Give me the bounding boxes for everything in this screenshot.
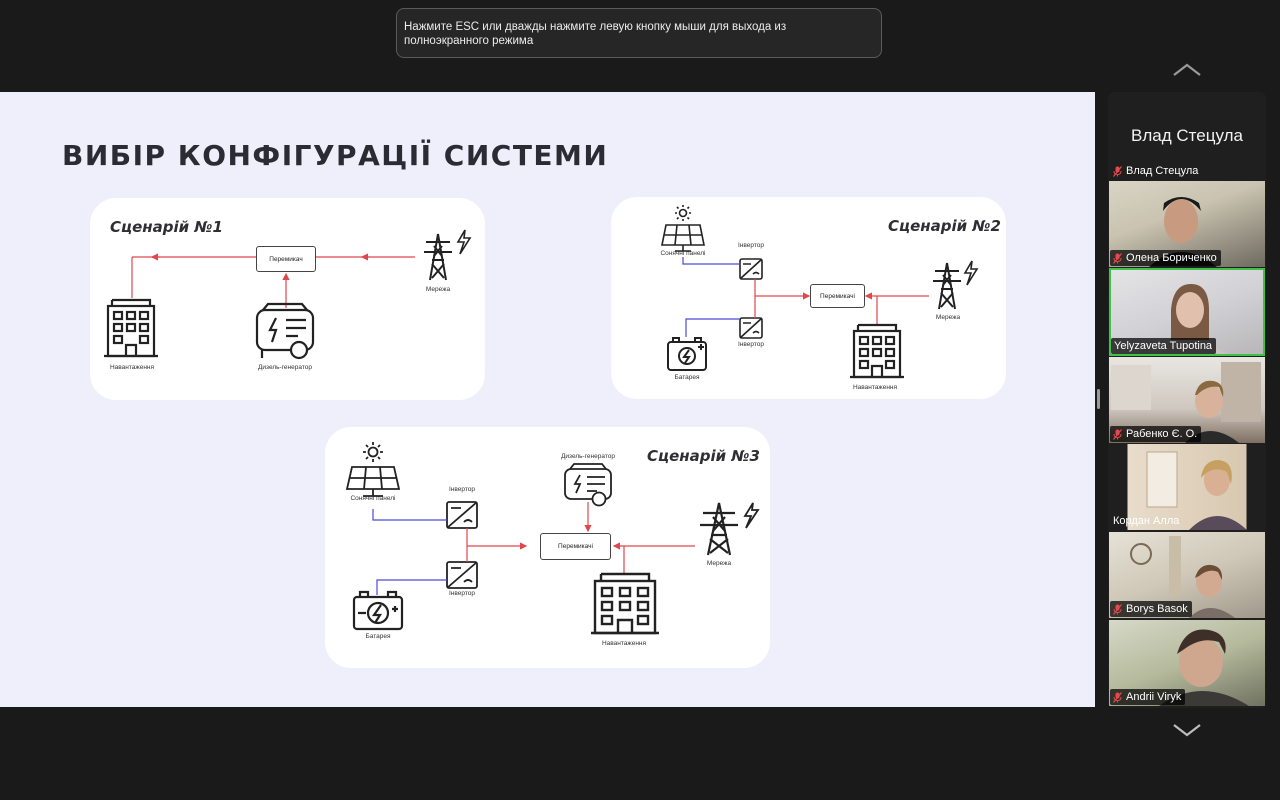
mic-muted-icon — [1113, 691, 1122, 703]
lightning-icon — [743, 502, 760, 529]
participant-label: Andrii Viryk — [1110, 689, 1186, 705]
scenario-3-diagram — [345, 442, 760, 635]
participant-name: Yelyzaveta Tupotina — [1114, 340, 1213, 352]
participant-name: Рабенко Є. О. — [1126, 428, 1198, 440]
video-feed — [1111, 362, 1261, 443]
solar-panel-icon — [345, 442, 401, 497]
participant-tile[interactable]: Олена Бориченко — [1109, 181, 1265, 267]
scenario-1-load-label: Навантаження — [109, 364, 155, 371]
building-icon — [591, 572, 659, 635]
scenario-3-switch-box: Перемикачі — [540, 533, 611, 560]
scenario-2-card: Сценарій №2 Сонячні панелі Інвертор Інве… — [611, 197, 1006, 399]
inverter-top-icon — [739, 258, 763, 280]
scenario-3-inverter-bottom-label: Інвертор — [449, 590, 475, 597]
inverter-top-icon — [446, 501, 478, 529]
participant-tile[interactable]: Кордан Алла — [1109, 444, 1265, 530]
scenario-2-title: Сценарій №2 — [888, 217, 1001, 235]
building-icon — [850, 323, 904, 379]
building-icon — [104, 298, 158, 358]
participant-tile-active[interactable]: Yelyzaveta Tupotina — [1109, 268, 1265, 356]
scenario-1-title: Сценарій №1 — [110, 218, 223, 236]
participant-label: Влад Стецула — [1110, 163, 1202, 179]
solar-to-inverter-line — [682, 257, 740, 265]
scenario-3-grid-label: Мережа — [706, 560, 732, 567]
battery-to-inverter-line — [685, 318, 740, 337]
video-feed — [1146, 451, 1247, 530]
scenario-3-generator-label: Дизель-генератор — [561, 453, 615, 460]
mic-muted-icon — [1113, 165, 1122, 177]
participant-label: Олена Бориченко — [1110, 250, 1221, 266]
participant-name: Andrii Viryk — [1126, 691, 1182, 703]
notification-text: Нажмите ESC или дважды нажмите левую кно… — [404, 21, 787, 47]
scenario-2-inverter-bottom-label: Інвертор — [738, 341, 764, 348]
participant-tile[interactable]: Рабенко Є. О. — [1109, 357, 1265, 443]
scenario-1-generator-label: Дизель-генератор — [258, 364, 312, 371]
participant-name: Олена Бориченко — [1126, 252, 1217, 264]
shared-presentation-slide: ВИБІР КОНФІГУРАЦІЇ СИСТЕМИ — [0, 92, 1095, 707]
scenario-2-inverter-top-label: Інвертор — [738, 242, 764, 249]
power-tower-icon — [933, 262, 961, 310]
scenario-1-card: Сценарій №1 Перемикач Мережа Навантаженн… — [90, 198, 485, 400]
scenario-3-solar-label: Сонячні панелі — [350, 495, 396, 502]
power-tower-icon — [424, 233, 452, 281]
participant-name: Borys Basok — [1126, 603, 1188, 615]
inverter-bottom-icon — [739, 317, 763, 339]
mic-muted-icon — [1113, 428, 1122, 440]
solar-to-inverter-line — [372, 509, 447, 521]
chevron-down-icon[interactable] — [1172, 722, 1202, 738]
participant-name: Кордан Алла — [1113, 515, 1180, 527]
scenario-3-load-label: Навантаження — [601, 640, 647, 647]
scenario-3-title: Сценарій №3 — [647, 447, 760, 465]
mic-muted-icon — [1113, 603, 1122, 615]
scenario-1-diagram — [104, 229, 472, 360]
slide-title: ВИБІР КОНФІГУРАЦІЇ СИСТЕМИ — [62, 139, 609, 172]
solar-panel-icon — [661, 205, 705, 252]
participant-tile[interactable]: Andrii Viryk — [1109, 620, 1265, 706]
lightning-icon — [456, 229, 472, 255]
participant-label: Рабенко Є. О. — [1110, 426, 1202, 442]
participant-label: Кордан Алла — [1110, 513, 1183, 529]
battery-to-inverter-line — [376, 579, 447, 595]
participant-label: Borys Basok — [1110, 601, 1192, 617]
scenario-2-battery-label: Батарея — [674, 374, 700, 381]
active-speaker-name: Влад Стецула — [1131, 126, 1243, 145]
inverter-bottom-icon — [446, 561, 478, 589]
resize-handle[interactable] — [1097, 389, 1100, 409]
battery-icon — [667, 337, 707, 371]
participant-name: Влад Стецула — [1126, 165, 1199, 177]
scenario-2-load-label: Навантаження — [852, 384, 898, 391]
scenario-2-switch-box: Перемикачі — [810, 284, 865, 308]
scenario-2-diagram — [661, 205, 979, 379]
power-tower-icon — [700, 502, 738, 556]
scenario-1-grid-label: Мережа — [425, 286, 451, 293]
scenario-3-battery-label: Батарея — [365, 633, 391, 640]
scenario-3-inverter-top-label: Інвертор — [449, 486, 475, 493]
scenario-2-solar-label: Сонячні панелі — [660, 250, 706, 257]
participant-tile[interactable]: Borys Basok — [1109, 532, 1265, 618]
diesel-generator-icon — [564, 463, 612, 507]
battery-icon — [352, 590, 404, 631]
video-feed — [1130, 536, 1235, 618]
scenario-1-switch-box: Перемикач — [256, 246, 316, 272]
lightning-icon — [963, 260, 979, 286]
mic-muted-icon — [1113, 252, 1122, 264]
chevron-up-icon[interactable] — [1172, 62, 1202, 78]
diesel-generator-icon — [255, 302, 315, 360]
participant-label: Yelyzaveta Tupotina — [1111, 338, 1217, 354]
fullscreen-exit-notification: Нажмите ESC или дважды нажмите левую кно… — [396, 8, 882, 58]
scenario-3-card: Сценарій №3 Сонячні панелі Інвертор Інве… — [325, 427, 770, 668]
scenario-2-grid-label: Мережа — [935, 314, 961, 321]
participant-tile[interactable]: Влад Стецула — [1109, 158, 1265, 180]
